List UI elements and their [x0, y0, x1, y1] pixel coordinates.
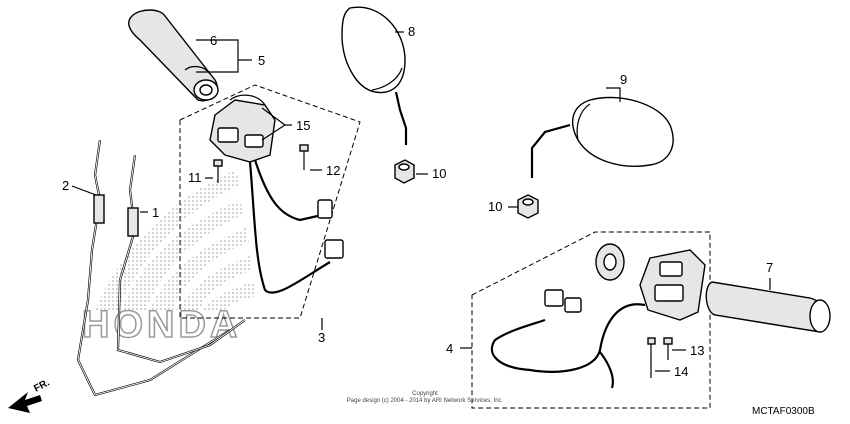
front-direction-indicator: FR.: [8, 377, 52, 413]
assembly-box-4: [471, 231, 711, 409]
left-handle-grip[interactable]: [705, 281, 831, 333]
callout-8: 8: [408, 24, 415, 39]
left-mirror[interactable]: [341, 6, 408, 145]
callout-5: 5: [258, 53, 265, 68]
left-switch-housing[interactable]: [209, 94, 276, 163]
direction-label: FR.: [32, 377, 52, 394]
callout-12: 12: [326, 163, 340, 178]
callout-3: 3: [318, 330, 325, 345]
callout-15: 15: [296, 118, 310, 133]
right-switch-housing[interactable]: [595, 243, 706, 321]
callout-10-lower: 10: [488, 199, 502, 214]
callout-10-upper: 10: [432, 166, 446, 181]
callout-1: 1: [152, 205, 159, 220]
mirror-nut-upper[interactable]: [394, 159, 415, 184]
copyright-line-1: Copyright: [412, 391, 438, 397]
right-switch-harness[interactable]: [490, 289, 646, 389]
right-mirror[interactable]: [530, 96, 674, 178]
callout-14: 14: [674, 364, 688, 379]
throttle-cable-1[interactable]: [116, 154, 246, 364]
screw-11[interactable]: [213, 159, 223, 183]
mirror-nut-lower[interactable]: [517, 194, 539, 219]
callout-2: 2: [62, 178, 69, 193]
left-switch-harness[interactable]: [248, 159, 344, 294]
honda-wing-watermark: HONDA: [81, 170, 256, 347]
throttle-grip[interactable]: [128, 9, 219, 102]
front-arrow-icon: [8, 392, 42, 413]
callout-7: 7: [766, 260, 773, 275]
copyright-line-2: Page design (c) 2004 - 2014 by ARI Netwo…: [347, 398, 504, 404]
throttle-cable-2[interactable]: [76, 139, 231, 397]
screw-13[interactable]: [663, 337, 673, 360]
watermark-text: HONDA: [82, 304, 241, 346]
assembly-box-3: [179, 84, 361, 319]
callout-6: 6: [210, 33, 217, 48]
screw-14[interactable]: [647, 337, 656, 378]
callout-11: 11: [188, 170, 202, 185]
callout-9: 9: [620, 72, 627, 87]
leader-lines: [71, 31, 771, 372]
diagram-code: MCTAF0300B: [752, 406, 815, 417]
screw-12[interactable]: [299, 144, 309, 170]
callout-13: 13: [690, 343, 704, 358]
callout-4: 4: [446, 341, 453, 356]
